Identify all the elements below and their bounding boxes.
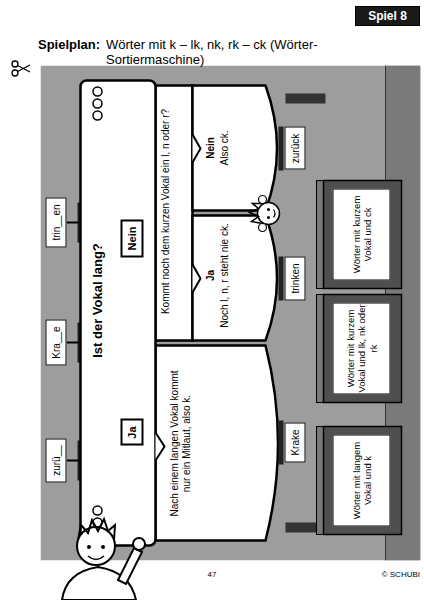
chevron [192, 264, 200, 292]
scissors-blade [18, 66, 31, 73]
kid-eye [267, 208, 270, 211]
machine-button [93, 111, 102, 120]
kid-hair [249, 203, 263, 223]
machine-button [93, 87, 102, 96]
node-text: Wörter mit kurzem Vokal und lk, nk oder … [344, 303, 379, 393]
page-title: Wörter mit k – lk, nk, rk – ck (Wörter-S… [106, 37, 331, 67]
node-text: Wörter mit langem Vokal und k [350, 435, 373, 525]
card-stick [66, 341, 78, 343]
plan-label: Spielplan: [38, 37, 108, 53]
machine-hopper [80, 80, 155, 545]
bin-label: Wörter mit kurzem Vokal und ck [332, 188, 390, 280]
bin-pedestal [323, 180, 401, 288]
output-slot [278, 126, 283, 170]
output-slot [278, 256, 283, 300]
rule-text: Also ck. [218, 90, 230, 205]
question-band [155, 85, 192, 340]
kid-hand [258, 195, 266, 203]
word-card: Krake [284, 422, 305, 462]
word-card: Kra__e [45, 319, 66, 365]
boy-eye [87, 545, 91, 549]
kid-mouth [273, 209, 275, 217]
rule-text: Nach einem langen Vokal kommt nur ein Mi… [168, 364, 192, 522]
background-grey [40, 65, 420, 560]
boy-mouth [88, 556, 104, 560]
answer-heading: Nein [204, 90, 216, 205]
bin-pedestal [323, 426, 401, 534]
machine-leg [285, 93, 325, 103]
scissors-handle [12, 70, 18, 76]
node-text: trinken [289, 263, 301, 293]
page-number: 47 [198, 570, 226, 580]
machine-button [93, 506, 102, 515]
machine-scene: zurü__Kra__etrin__enJaNeinKraketrinkenzu… [40, 65, 420, 560]
game-number-box: Spiel 8 [355, 6, 420, 26]
card-stick [66, 221, 78, 223]
boy-eye [101, 545, 105, 549]
bin-pedestal [323, 294, 401, 402]
chevron [192, 134, 200, 162]
machine-button [93, 99, 102, 108]
main-question: Ist der Vokal lang? [89, 205, 105, 395]
node-text: Wörter mit kurzem Vokal und ck [350, 189, 373, 279]
scissors-blade [18, 65, 31, 72]
bin-label: Wörter mit kurzem Vokal und lk, nk oder … [332, 302, 390, 394]
boy-arm [118, 548, 142, 584]
left-chute [155, 345, 278, 540]
node-text: zurü__ [50, 445, 62, 476]
node-text: Ja [125, 426, 138, 438]
node-text: Kra__e [50, 326, 62, 358]
boy-hair [78, 519, 115, 540]
bin-label: Wörter mit langem Vokal und k [332, 434, 390, 526]
node-text: Krake [289, 429, 301, 455]
answer-heading: Ja [204, 220, 216, 330]
right-chute [192, 85, 277, 210]
boy-head [77, 527, 115, 565]
word-card: zurück [284, 127, 305, 170]
scissors-handle [12, 61, 18, 67]
word-card: trin__en [45, 197, 66, 247]
node-text: Spiel 8 [368, 9, 407, 23]
word-card: trinken [284, 256, 305, 300]
node-text: trin__en [50, 204, 62, 240]
kid-hand [258, 223, 266, 231]
answer-box: Ja [120, 419, 143, 446]
copyright-note: © SCHUBI [350, 570, 420, 580]
card-stick [66, 459, 78, 461]
output-slot [278, 420, 283, 464]
rule-text: Noch l, n, r steht nie ck. [218, 220, 230, 330]
kid-head [257, 202, 279, 224]
node-text: Nein [125, 226, 138, 250]
kid-eye [267, 216, 270, 219]
word-card: zurü__ [45, 438, 66, 482]
answer-box: Nein [120, 219, 143, 257]
boy-hand [133, 538, 145, 550]
second-question: Kommt noch dem kurzen Vokal ein l, n ode… [159, 88, 171, 334]
middle-chute [192, 215, 277, 340]
chevron [155, 432, 164, 460]
node-text: zurück [289, 133, 301, 162]
